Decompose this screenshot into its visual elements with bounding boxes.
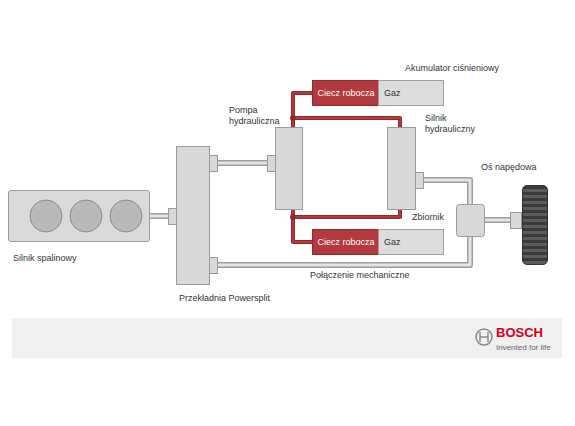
engine-cylinders (9, 191, 149, 241)
reservoir: ZbiornikCiecz roboczaGaz (312, 229, 444, 255)
edge-label: Połączenie mechaniczne (310, 270, 410, 281)
hydraulic-pump: Pompa hydrauliczna (275, 127, 303, 210)
hydraulic-line (293, 210, 312, 242)
hydraulic-line (293, 118, 400, 127)
node-label: Gaz (384, 237, 401, 248)
node-label: Ciecz robocza (317, 237, 374, 248)
bosch-logo (476, 329, 492, 345)
drive-wheel: Oś napędowa (522, 185, 548, 265)
node-label: Zbiornik (412, 212, 444, 223)
pressure-accumulator: Akumulator ciśnieniowyCiecz roboczaGaz (312, 80, 444, 106)
hydraulic-motor: Silnik hydrauliczny (387, 127, 416, 210)
gas-chamber: Gaz (378, 229, 444, 255)
shaft-flange (210, 258, 218, 274)
node-label: Silnik spalinowy (13, 253, 77, 264)
brand-slogan: Invented for life (496, 343, 551, 353)
gas-chamber: Gaz (378, 80, 444, 106)
node-label: Ciecz robocza (317, 88, 374, 99)
node-label: Pompa hydrauliczna (229, 105, 291, 127)
junction-dot (290, 115, 296, 121)
wheel-hub (511, 213, 522, 229)
differential (457, 205, 485, 237)
brand-name: BOSCH (496, 326, 543, 340)
fluid-chamber: Ciecz robocza (312, 80, 380, 106)
node-label: Przekładnia Powersplit (179, 293, 270, 304)
engine-block: Silnik spalinowy (8, 190, 150, 242)
hydraulic-line (293, 93, 312, 127)
powersplit-gearbox: Przekładnia Powersplit (176, 146, 210, 285)
shaft-flange (210, 156, 218, 172)
node-label: Oś napędowa (481, 162, 537, 173)
node-label: Akumulator ciśnieniowy (405, 63, 499, 74)
mechanical-shaft (210, 163, 275, 164)
node-label: Gaz (384, 88, 401, 99)
fluid-chamber: Ciecz robocza (312, 229, 380, 255)
hydraulic-line (293, 210, 400, 217)
shaft-flange (416, 173, 424, 189)
junction-dot (290, 214, 296, 220)
node-label: Silnik hydrauliczny (425, 113, 495, 135)
